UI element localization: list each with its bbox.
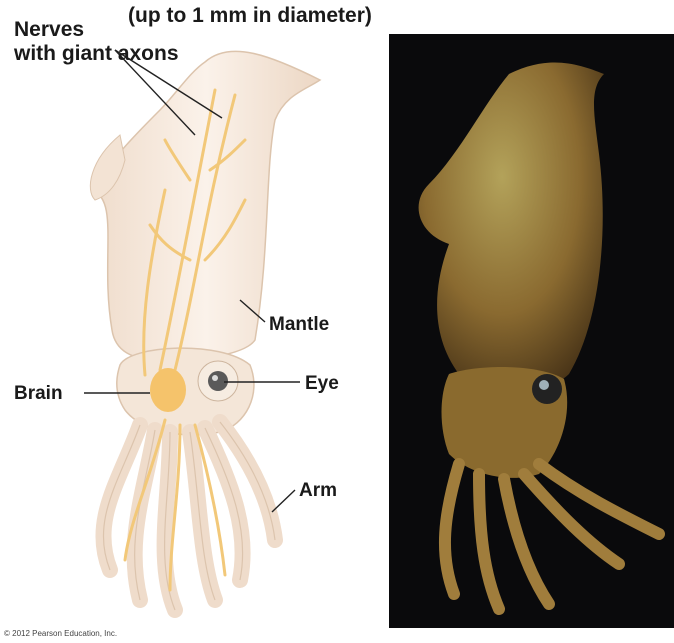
copyright-notice: © 2012 Pearson Education, Inc. xyxy=(4,629,117,638)
eye-label: Eye xyxy=(305,373,339,395)
nerves-label-line1: Nerves xyxy=(14,18,179,42)
brain-label: Brain xyxy=(14,383,63,405)
squid-illustration xyxy=(0,0,390,643)
nerves-label: Nerves with giant axons xyxy=(14,18,179,66)
arms xyxy=(103,422,275,610)
nerves-label-line2: with giant axons xyxy=(14,42,179,66)
arm-label: Arm xyxy=(299,480,337,502)
brain-shape xyxy=(150,368,186,412)
squid-photo-art xyxy=(389,34,674,628)
squid-photo xyxy=(389,34,674,628)
eye-shape xyxy=(198,361,238,401)
mantle-label: Mantle xyxy=(269,314,329,336)
